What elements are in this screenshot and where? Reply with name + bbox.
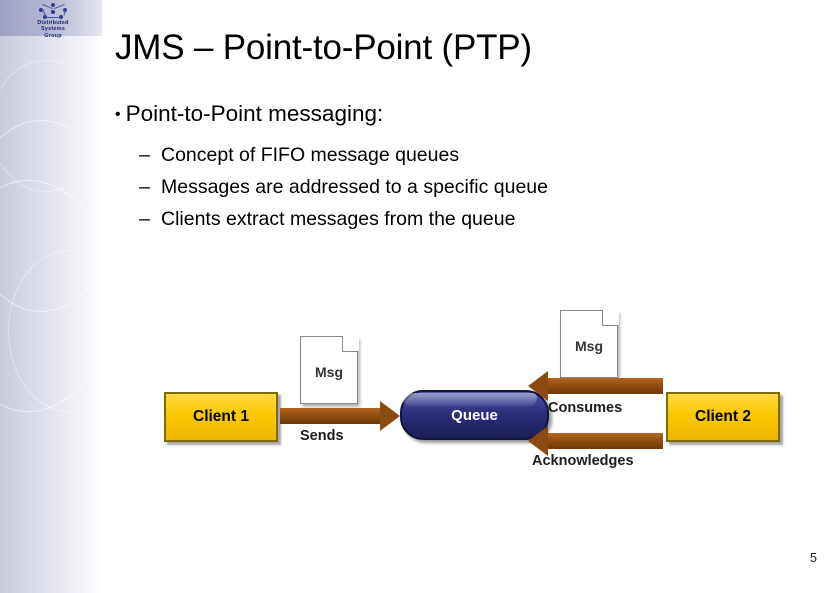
message-label: Msg [575, 338, 603, 354]
band-swirl-decoration [0, 60, 102, 192]
sends-label: Sends [300, 428, 344, 444]
client-1-label: Client 1 [193, 408, 249, 425]
page-fold-icon [602, 310, 618, 326]
list-item: –Clients extract messages from the queue [139, 203, 548, 235]
logo-text-line2: Systems [40, 26, 66, 33]
bullet-level1-text: Point-to-Point messaging: [125, 101, 384, 126]
message-label: Msg [315, 364, 343, 380]
band-swirl-decoration [8, 250, 130, 412]
list-item-text: Messages are addressed to a specific que… [161, 176, 548, 198]
message-document-icon: Msg [560, 309, 619, 378]
left-decorative-band [0, 0, 130, 593]
page-title: JMS – Point-to-Point (PTP) [115, 28, 532, 67]
list-item: –Messages are addressed to a specific qu… [139, 171, 548, 203]
sends-arrow-icon [280, 401, 400, 431]
logo-text-line3: Group [44, 32, 62, 39]
list-item: –Concept of FIFO message queues [139, 139, 548, 171]
acknowledges-arrow-icon [528, 426, 663, 456]
list-item-text: Clients extract messages from the queue [161, 208, 516, 230]
consumes-label: Consumes [548, 400, 623, 416]
client-2-box: Client 2 [666, 392, 780, 442]
message-document-icon: Msg [300, 335, 359, 404]
band-edge [102, 0, 104, 593]
queue-label: Queue [451, 406, 498, 424]
bullet-marker: • [115, 106, 121, 123]
client-1-box: Client 1 [164, 392, 278, 442]
client-2-label: Client 2 [695, 408, 751, 425]
molecule-icon [34, 3, 72, 19]
bullet-sublist: –Concept of FIFO message queues –Message… [139, 139, 548, 235]
bullet-dash-marker: – [139, 176, 150, 198]
bullet-level1: •Point-to-Point messaging: [115, 101, 383, 127]
queue-shape: Queue [400, 390, 549, 440]
logo: Distributed Systems Group [8, 3, 98, 41]
page-number: 5 [810, 551, 817, 565]
ptp-diagram: Msg Msg Client 1 Queue Client 2 Sends [150, 300, 790, 495]
acknowledges-label: Acknowledges [532, 453, 634, 469]
page-fold-icon [342, 336, 358, 352]
bullet-dash-marker: – [139, 208, 150, 230]
consumes-arrow-icon [528, 371, 663, 401]
logo-text-line1: Distributed [37, 20, 69, 26]
bullet-dash-marker: – [139, 144, 150, 166]
list-item-text: Concept of FIFO message queues [161, 144, 460, 166]
